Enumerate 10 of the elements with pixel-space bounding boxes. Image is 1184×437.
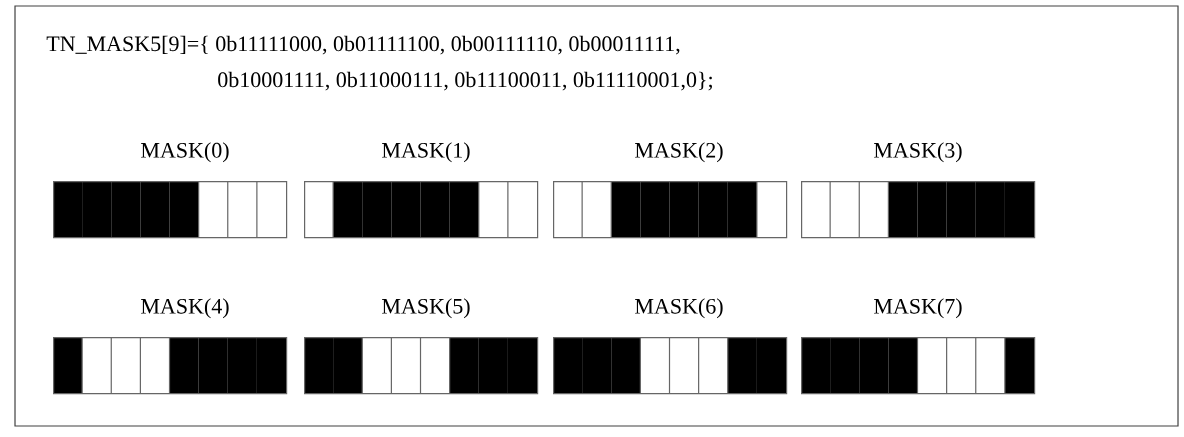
bar-heading: MASK(2) (635, 142, 723, 163)
bar-heading: MASK(0) (141, 142, 229, 163)
bar-heading: MASK(6) (635, 298, 723, 319)
code-line: TN_MASK5[9]={ 0b11111000, 0b01111100, 0b00111110, 0b00011111, (46, 35, 680, 55)
bar-heading: MASK(3) (874, 142, 962, 163)
bar-heading: MASK(1) (382, 142, 470, 163)
bar-heading: MASK(7) (874, 298, 962, 319)
code-line: 0b10001111, 0b11000111, 0b11100011, 0b11110001,0}; (218, 71, 712, 91)
bar-heading: MASK(4) (141, 298, 229, 319)
bar-heading: MASK(5) (382, 298, 470, 319)
